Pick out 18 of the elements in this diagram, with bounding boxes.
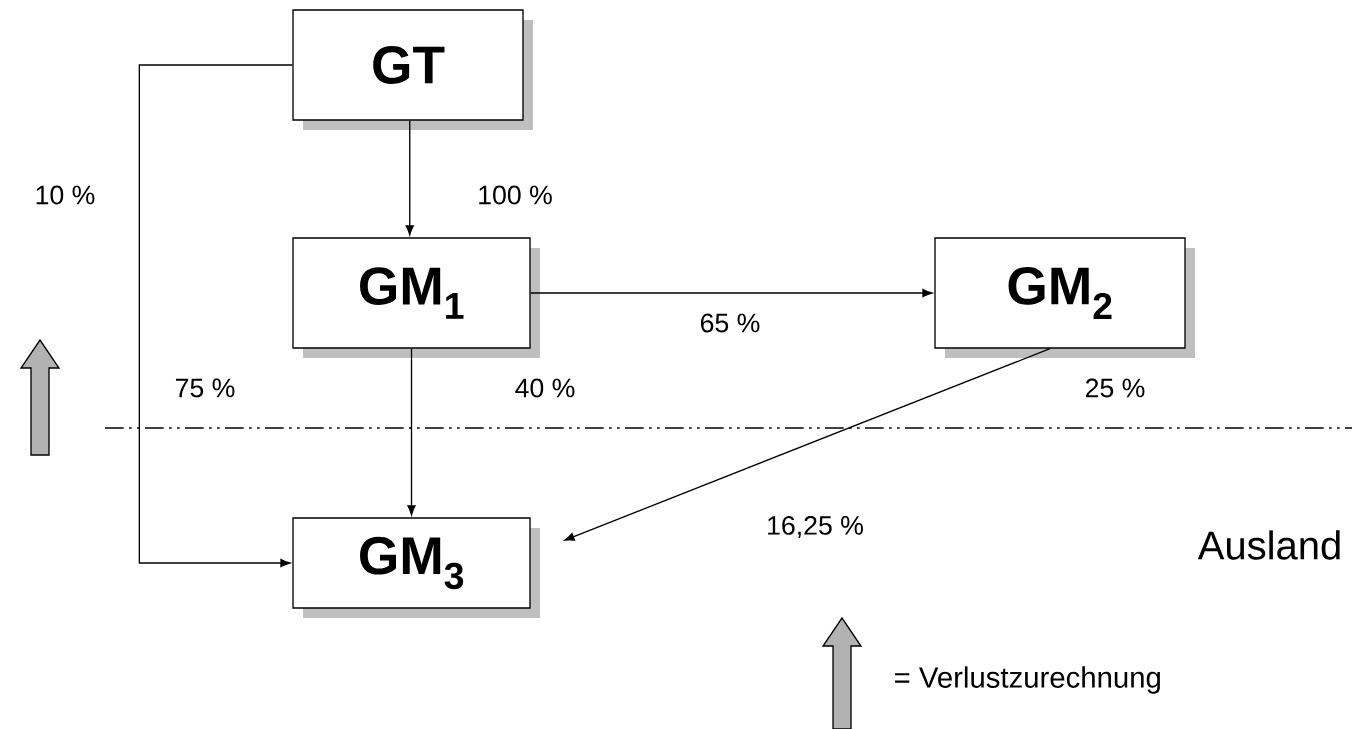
edge-label: 25 % xyxy=(1083,377,1147,399)
edge-label: 100 % xyxy=(475,184,555,206)
region-label: Ausland xyxy=(1197,530,1340,560)
arrow xyxy=(564,348,1051,541)
percentage-label: 10 % xyxy=(36,185,95,205)
edge-label: 65 % xyxy=(698,312,762,334)
arrow xyxy=(530,288,933,298)
edge-label: 75 % xyxy=(173,377,237,399)
entity-box: GM$_{2}$ xyxy=(934,237,1195,358)
entity-box: GM$_{1}$ xyxy=(292,237,540,358)
edge-label: 40 % xyxy=(513,377,577,399)
entity-box: GT xyxy=(292,9,533,130)
legend-text: = Verlustzurechnung xyxy=(895,666,1160,694)
percentage-label: 16,25 % xyxy=(768,516,863,538)
arrow xyxy=(407,348,416,516)
arrow xyxy=(405,120,414,236)
arrow xyxy=(138,64,293,568)
entity-box: GM$_{3}$ xyxy=(292,517,540,618)
